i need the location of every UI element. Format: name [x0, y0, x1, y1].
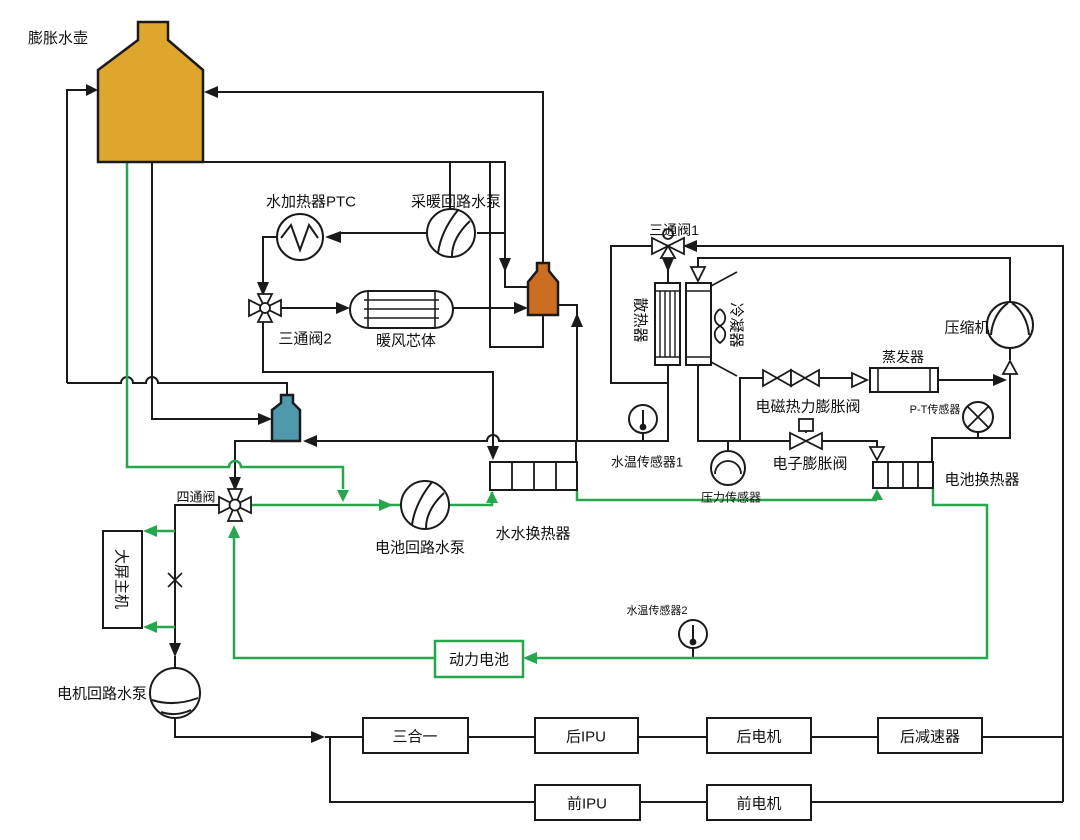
line-valve-x-icon	[167, 572, 183, 588]
battery-loop-pump-label: 电池回路水泵	[374, 539, 466, 557]
evaporator-label: 蒸发器	[882, 349, 924, 365]
radiator-label: 散热器	[631, 297, 649, 343]
three-way-valve-2-label: 三通阀2	[278, 330, 332, 348]
evaporator-symbol	[869, 367, 939, 393]
heating-pump-label: 采暖回路水泵	[410, 193, 502, 211]
water-temp-sensor-1-symbol	[628, 404, 658, 434]
condenser-symbol	[685, 271, 738, 377]
rear-motor-label: 后电机	[736, 728, 782, 746]
big-screen-host-box	[102, 530, 143, 629]
heating-pump-symbol	[426, 208, 476, 258]
three-in-one-box	[362, 717, 469, 754]
four-way-valve-symbol	[218, 488, 252, 522]
battery-heat-exchanger-symbol	[872, 461, 934, 489]
heating-reservoir-bottle	[526, 261, 560, 317]
pipe-network-black	[66, 89, 1064, 803]
ptc-heater-label: 水加热器PTC	[265, 193, 357, 211]
three-way-valve-1-label: 三通阀1	[649, 222, 699, 238]
water-temp-sensor-2-label: 水温传感器2	[626, 605, 688, 617]
heater-core-symbol	[349, 290, 454, 329]
pressure-sensor-symbol	[710, 450, 746, 486]
power-battery-box	[433, 639, 525, 679]
front-ipu-box	[534, 784, 641, 821]
radiator-symbol	[654, 282, 681, 366]
four-way-valve-label: 四通阀	[176, 489, 216, 505]
power-battery-label: 动力电池	[448, 651, 510, 669]
water-temp-sensor-1-label: 水温传感器1	[610, 454, 684, 470]
motor-loop-pump-label: 电机回路水泵	[56, 685, 148, 703]
fan-icon	[713, 308, 727, 345]
pt-sensor-label: P-T传感器	[909, 404, 961, 416]
condenser-label: 冷凝器	[727, 302, 745, 348]
rear-reducer-label: 后减速器	[899, 728, 961, 746]
em-expansion-valve-label: 电磁热力膨胀阀	[755, 398, 861, 416]
rear-ipu-label: 后IPU	[565, 728, 607, 746]
three-in-one-label: 三合一	[392, 728, 438, 746]
expansion-tank-shape	[96, 20, 205, 164]
motor-loop-degas-bottle	[270, 393, 302, 443]
compressor-symbol	[986, 301, 1034, 349]
water-water-heat-exchanger-symbol	[489, 461, 578, 491]
flow-arrows-green	[143, 489, 883, 664]
big-screen-host-label: 大屏主机	[112, 548, 130, 610]
expansion-tank-label: 膨胀水壶	[28, 30, 89, 47]
pipe-network-green	[125, 162, 989, 660]
pressure-sensor-label: 压力传感器	[700, 490, 762, 505]
em-expansion-valve-symbol	[762, 368, 820, 388]
compressor-label: 压缩机	[944, 319, 990, 337]
front-ipu-label: 前IPU	[566, 795, 608, 813]
battery-pump-symbol	[400, 480, 450, 530]
rear-motor-box	[706, 717, 812, 754]
component-boxes	[102, 530, 983, 821]
water-water-heat-exchanger-label: 水水换热器	[495, 525, 571, 543]
three-way-valve-2-symbol	[248, 293, 282, 323]
pt-sensor-symbol	[962, 401, 994, 433]
three-way-valve-1-symbol	[651, 228, 685, 259]
heater-core-label: 暖风芯体	[375, 332, 437, 350]
flow-arrows-hollow	[689, 266, 1019, 462]
ptc-heater-symbol	[276, 213, 324, 261]
electronic-expansion-valve-symbol	[789, 418, 823, 451]
motor-pump-symbol	[149, 667, 201, 719]
flow-arrows-black	[86, 84, 1007, 743]
battery-heat-exchanger-label: 电池换热器	[944, 471, 1020, 489]
front-motor-label: 前电机	[736, 795, 782, 813]
rear-reducer-box	[877, 717, 983, 754]
electronic-expansion-valve-label: 电子膨胀阀	[772, 455, 848, 473]
water-temp-sensor-2-symbol	[678, 619, 708, 649]
rear-ipu-box	[534, 717, 639, 754]
front-motor-box	[706, 784, 812, 821]
